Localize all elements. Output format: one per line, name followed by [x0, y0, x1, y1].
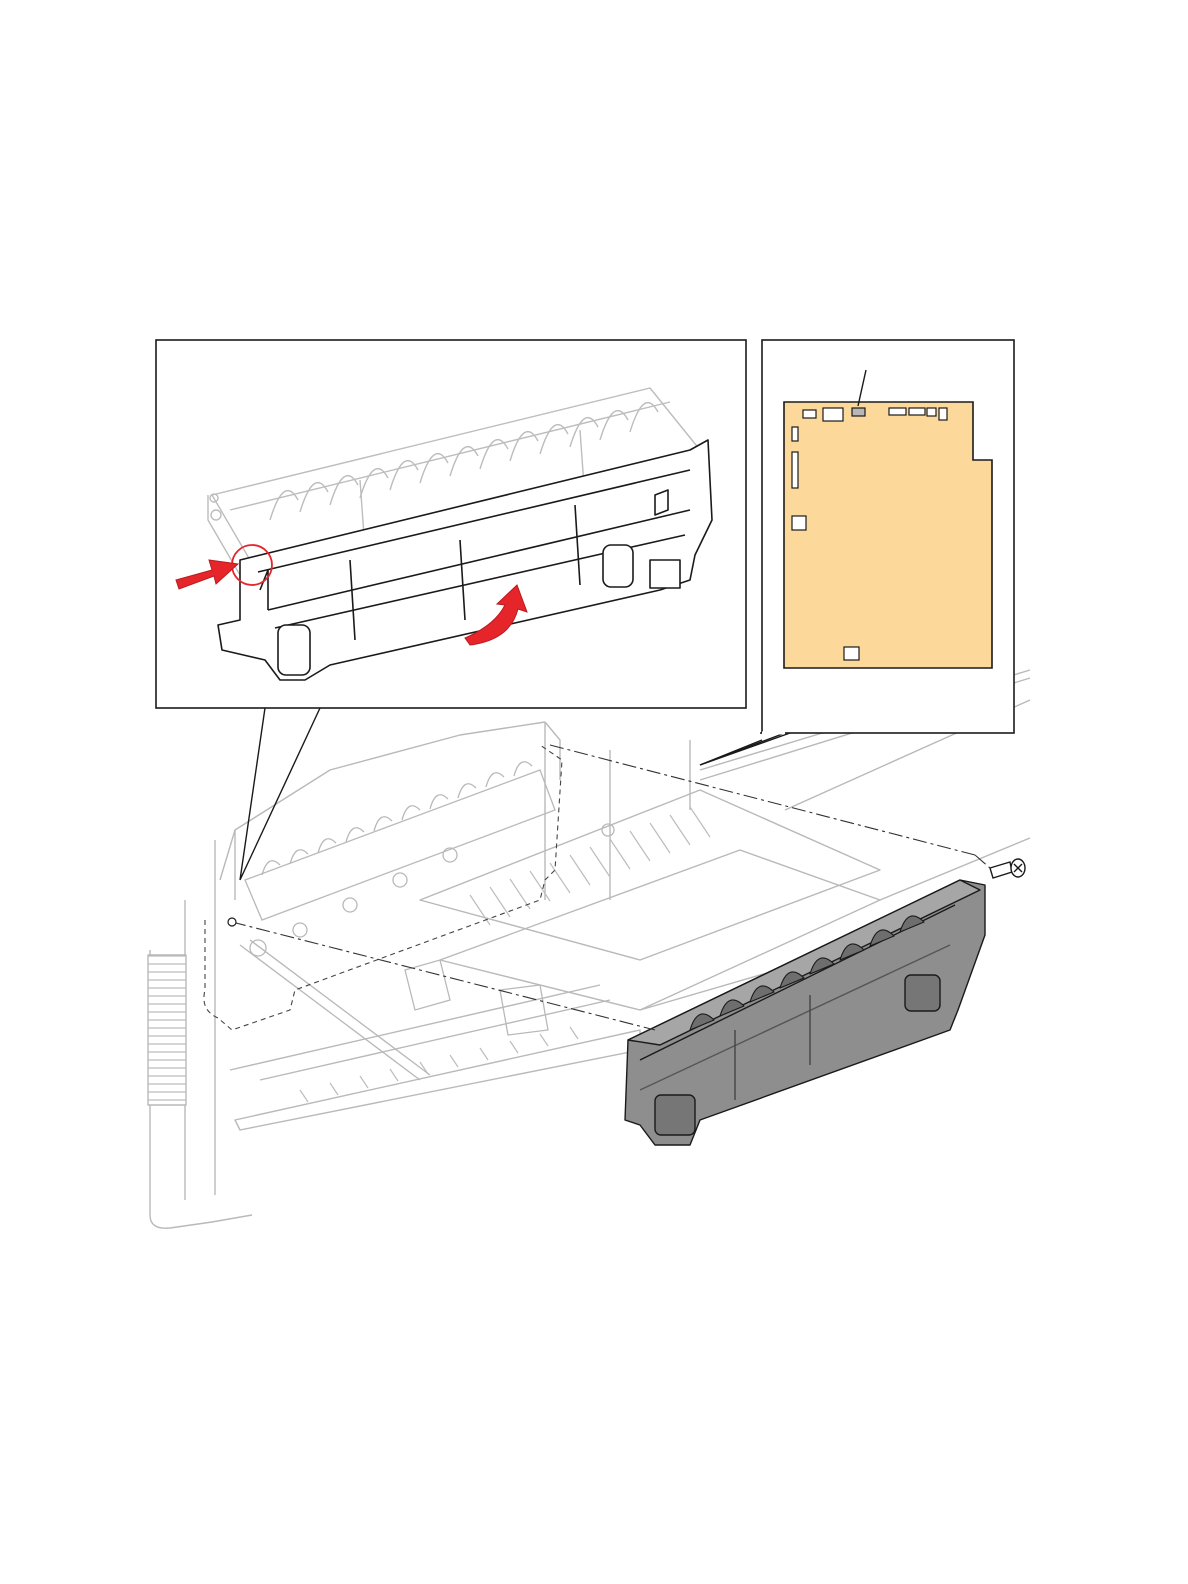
control-board [784, 402, 992, 668]
detail-inset-leader [240, 708, 320, 880]
detail-inset [156, 340, 746, 880]
board-inset [700, 340, 1014, 765]
removed-exit-guide [625, 880, 985, 1145]
screw-hole [228, 918, 236, 926]
mount-dashed-outline [204, 745, 562, 1030]
screw-icon [990, 859, 1025, 878]
installed-guide-outline [240, 762, 614, 1080]
